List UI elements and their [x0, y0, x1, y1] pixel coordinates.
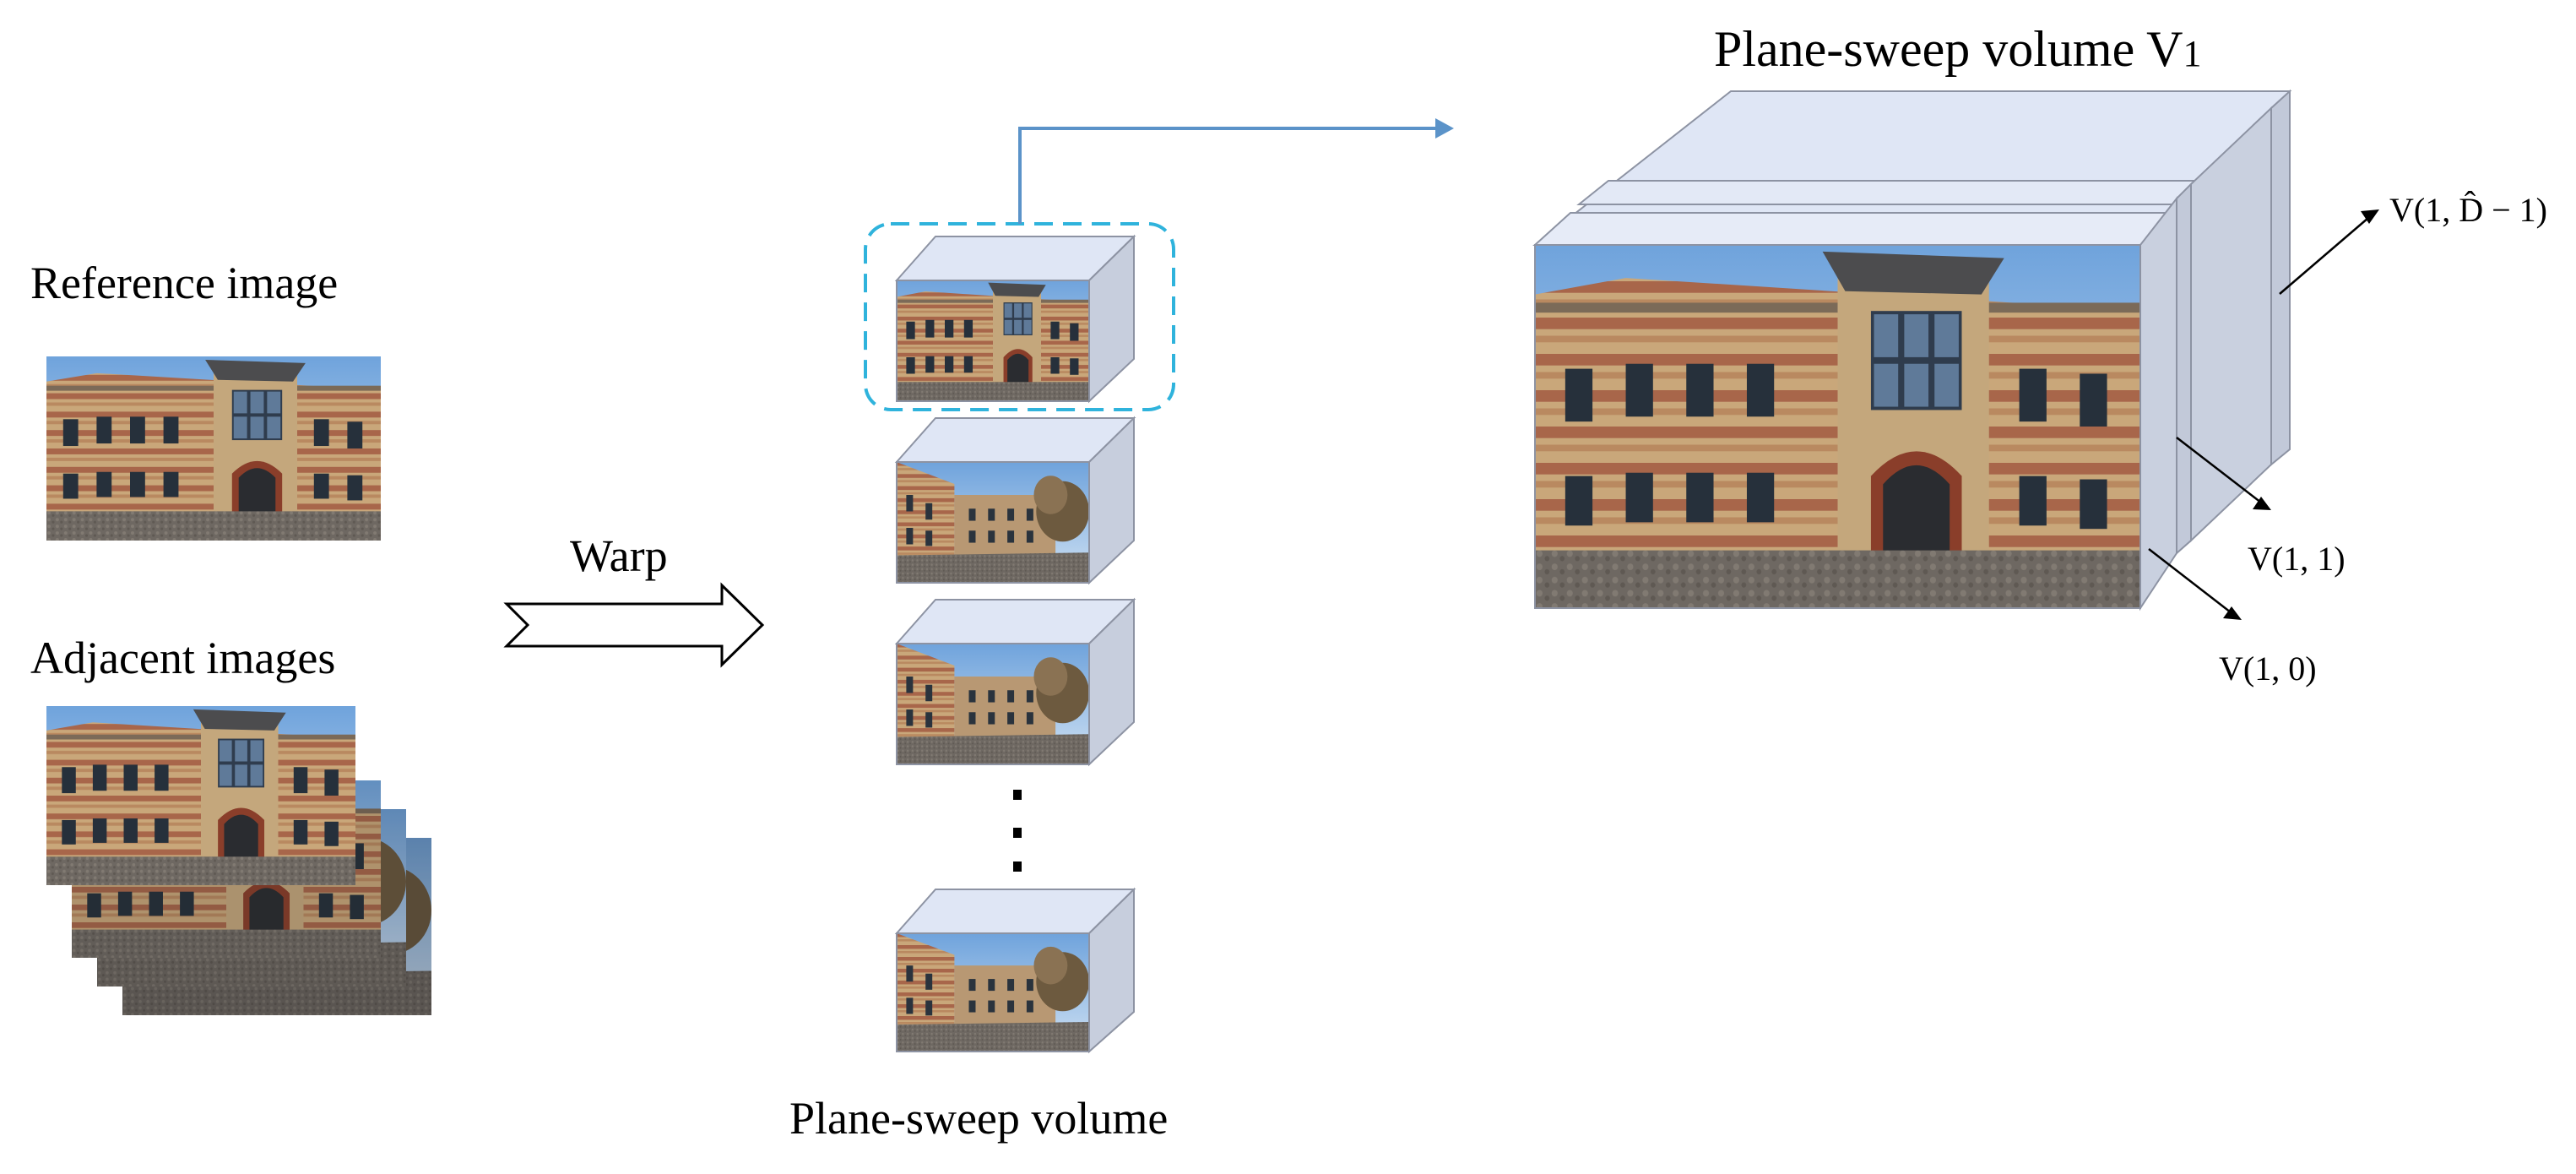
warp-arrow-icon [503, 582, 765, 668]
plane-sweep-volume-label: Plane-sweep volume [789, 1093, 1168, 1144]
arrow-v-1-0-head-icon [2223, 606, 2242, 620]
sweep-slice-last [894, 887, 1136, 1054]
reference-image [46, 356, 381, 541]
warp-label: Warp [570, 530, 668, 581]
arrow-v-1-dhat-head-icon [2361, 209, 2379, 224]
v-1-0-label: V(1, 0) [2219, 650, 2317, 688]
arrow-v-1-1 [2176, 437, 2262, 503]
v1-label-main: Plane-sweep volume V [1714, 21, 2183, 77]
sweep-slice-1 [894, 234, 1136, 404]
arrow-v-1-1-head-icon [2253, 497, 2271, 510]
plane-sweep-volume-v1 [1532, 89, 2292, 611]
sweep-slice-3 [894, 597, 1136, 767]
adjacent-images-stack [46, 706, 431, 1015]
connector-line [1018, 127, 1435, 224]
v-1-1-label: V(1, 1) [2248, 540, 2346, 578]
adjacent-images-label: Adjacent images [30, 633, 335, 683]
sweep-slice-2 [894, 416, 1136, 585]
arrow-v-1-dhat [2279, 217, 2369, 295]
arrow-v-1-0 [2148, 548, 2232, 613]
ellipsis-dots [1013, 790, 1022, 872]
plane-sweep-volume-v1-label: Plane-sweep volume V1 [1714, 21, 2201, 77]
connector-arrowhead-icon [1435, 118, 1454, 139]
v1-label-subscript: 1 [2183, 33, 2201, 74]
reference-image-label: Reference image [30, 258, 338, 308]
v-1-dhat-label: V(1, D̂ − 1) [2389, 191, 2547, 229]
